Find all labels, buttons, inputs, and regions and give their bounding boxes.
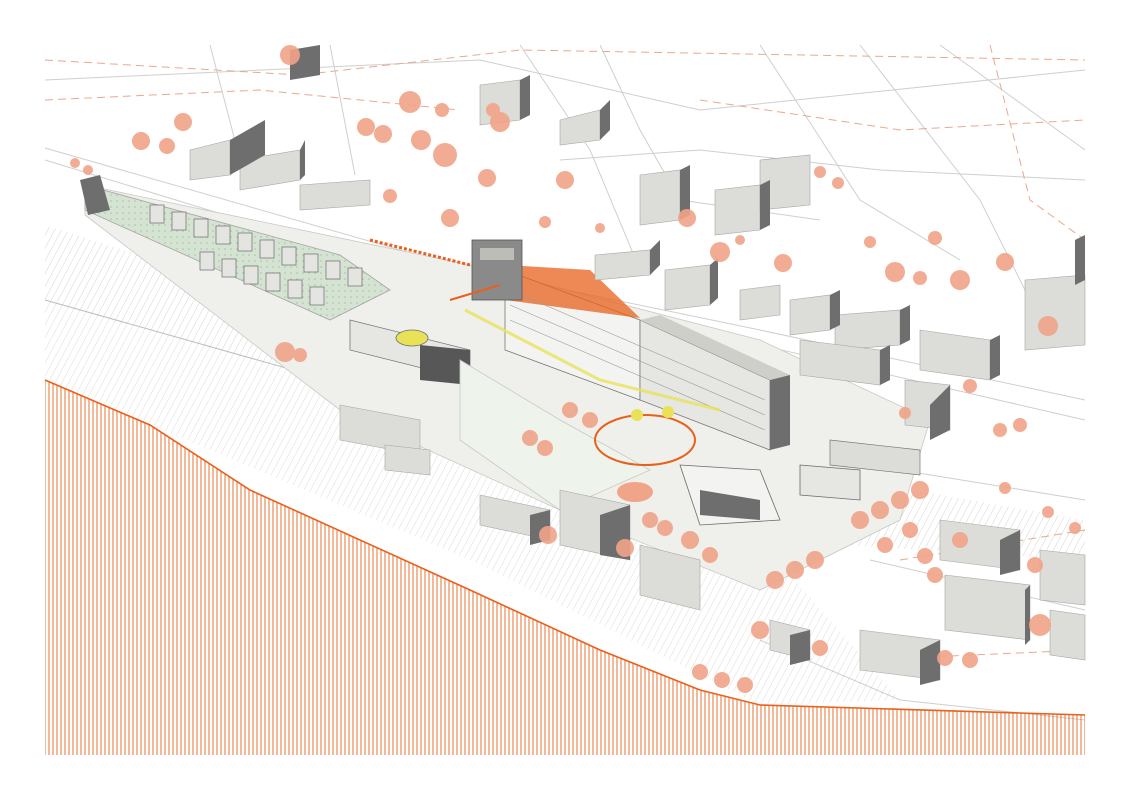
accent-railing xyxy=(369,238,501,301)
context-buildings xyxy=(189,45,1086,685)
row-houses xyxy=(80,175,391,321)
trees xyxy=(70,45,1081,693)
central-plaza xyxy=(459,308,721,511)
corner-building xyxy=(617,439,921,526)
central-slab-building xyxy=(471,239,790,451)
courtyard-pavilion xyxy=(349,319,471,385)
ground-section xyxy=(44,379,1086,755)
